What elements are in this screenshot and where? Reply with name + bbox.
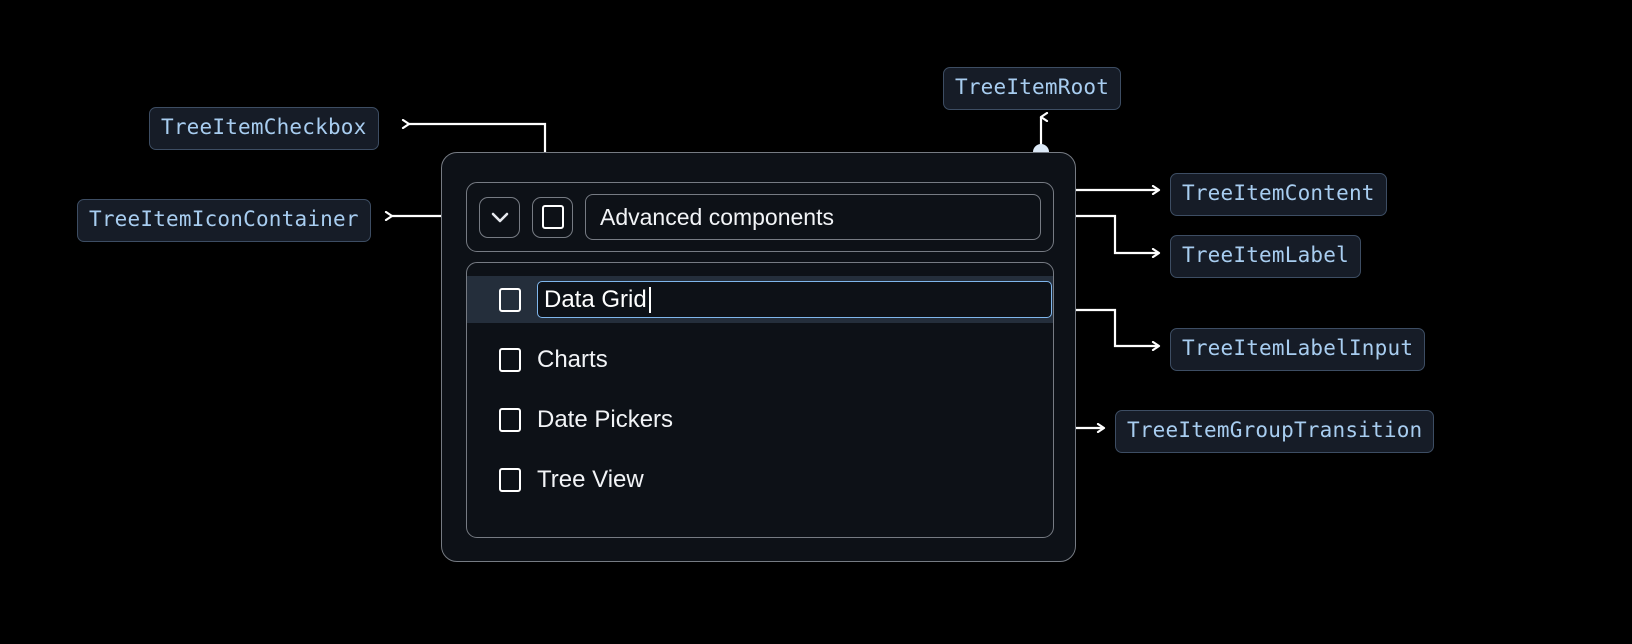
annotation-chip-tree-item-root: TreeItemRoot [943, 67, 1122, 110]
tree-item-label-input[interactable]: Data Grid [537, 281, 1052, 318]
tree-item-label: Tree View [537, 465, 644, 493]
tree-item-group-transition: Data Grid Charts Date Pickers Tree View [466, 262, 1054, 538]
tree-item-row-tree-view[interactable]: Tree View [467, 456, 1053, 503]
text-caret [648, 286, 651, 313]
tree-item-content[interactable]: Advanced components [466, 182, 1054, 252]
annotation-chip-tree-item-label-input: TreeItemLabelInput [1170, 328, 1426, 371]
annotation-chip-tree-item-checkbox: TreeItemCheckbox [149, 107, 379, 150]
tree-item-icon-container[interactable] [479, 196, 520, 238]
tree-item-label[interactable]: Advanced components [585, 194, 1041, 240]
annotation-chip-tree-item-group-transition: TreeItemGroupTransition [1115, 410, 1435, 453]
checkbox-unchecked-icon[interactable] [499, 407, 521, 432]
tree-item-row-date-pickers[interactable]: Date Pickers [467, 396, 1053, 443]
checkbox-unchecked-icon[interactable] [499, 347, 521, 372]
checkbox-unchecked-icon [541, 205, 564, 229]
tree-item-label: Date Pickers [537, 405, 674, 433]
tree-item-root[interactable]: Advanced components Data Grid Charts Dat… [441, 152, 1076, 562]
tree-item-row-data-grid[interactable]: Data Grid [467, 276, 1053, 323]
annotation-chip-tree-item-content: TreeItemContent [1170, 173, 1387, 216]
checkbox-unchecked-icon[interactable] [499, 467, 521, 492]
tree-item-label-input-value: Data Grid [544, 285, 647, 313]
annotation-chip-tree-item-label: TreeItemLabel [1170, 235, 1361, 278]
chevron-down-icon [491, 212, 508, 223]
tree-item-checkbox[interactable] [532, 196, 573, 238]
tree-item-row-charts[interactable]: Charts [467, 336, 1053, 383]
tree-item-label-text: Advanced components [600, 203, 834, 230]
tree-item-label: Charts [537, 345, 608, 373]
checkbox-unchecked-icon[interactable] [499, 287, 521, 312]
annotation-chip-tree-item-icon-container: TreeItemIconContainer [77, 199, 371, 242]
